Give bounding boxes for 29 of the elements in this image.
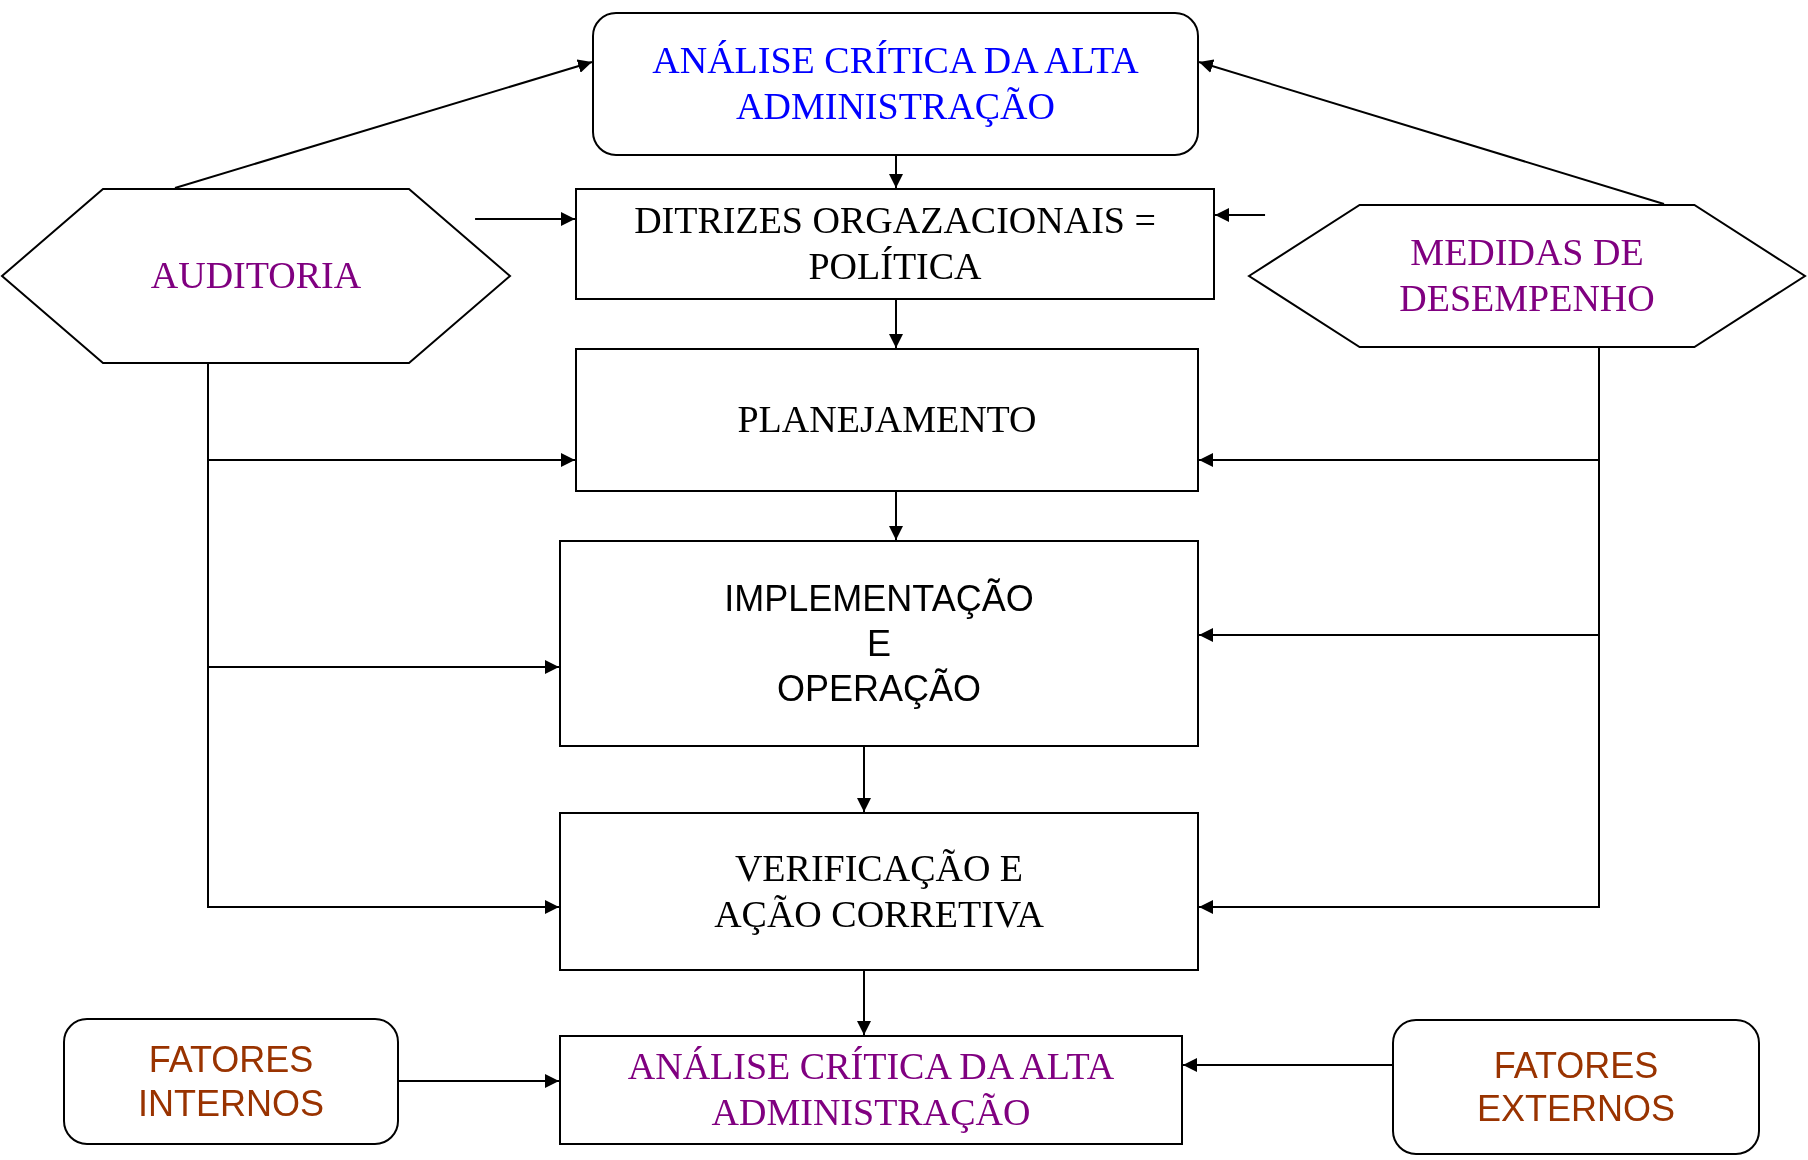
process-box bbox=[559, 812, 1199, 971]
process-box bbox=[559, 540, 1199, 747]
arrow bbox=[857, 970, 871, 1036]
arrow bbox=[1198, 59, 1665, 205]
node-label: VERIFICAÇÃO E AÇÃO CORRETIVA bbox=[713, 845, 1045, 937]
arrow bbox=[889, 155, 903, 189]
node-label: FATORES EXTERNOS bbox=[1475, 1043, 1676, 1131]
arrow bbox=[857, 746, 871, 813]
arrow bbox=[474, 212, 576, 226]
node-label: DITRIZES ORGAZACIONAIS = POLÍTICA bbox=[633, 198, 1157, 289]
node-label: ANÁLISE CRÍTICA DA ALTA ADMINISTRAÇÃO bbox=[651, 38, 1140, 129]
arrow bbox=[1182, 1058, 1393, 1072]
arrow bbox=[398, 1074, 560, 1088]
node-label: FATORES INTERNOS bbox=[137, 1038, 325, 1125]
arrow bbox=[1214, 208, 1267, 222]
process-box bbox=[559, 1035, 1183, 1145]
arrow bbox=[889, 491, 903, 541]
node-label: IMPLEMENTAÇÃO E OPERAÇÃO bbox=[723, 577, 1035, 711]
node-label: PLANEJAMENTO bbox=[737, 397, 1037, 443]
process-box bbox=[575, 188, 1215, 300]
arrow bbox=[174, 59, 593, 189]
rounded-box bbox=[592, 12, 1199, 156]
node-label: ANÁLISE CRÍTICA DA ALTA ADMINISTRAÇÃO bbox=[626, 1044, 1116, 1135]
rounded-box bbox=[1392, 1019, 1760, 1155]
arrow bbox=[889, 299, 903, 349]
node-label: MEDIDAS DE DESEMPENHO bbox=[1398, 230, 1656, 321]
rounded-box bbox=[63, 1018, 399, 1145]
process-box bbox=[575, 348, 1199, 492]
node-label: AUDITORIA bbox=[150, 253, 362, 299]
